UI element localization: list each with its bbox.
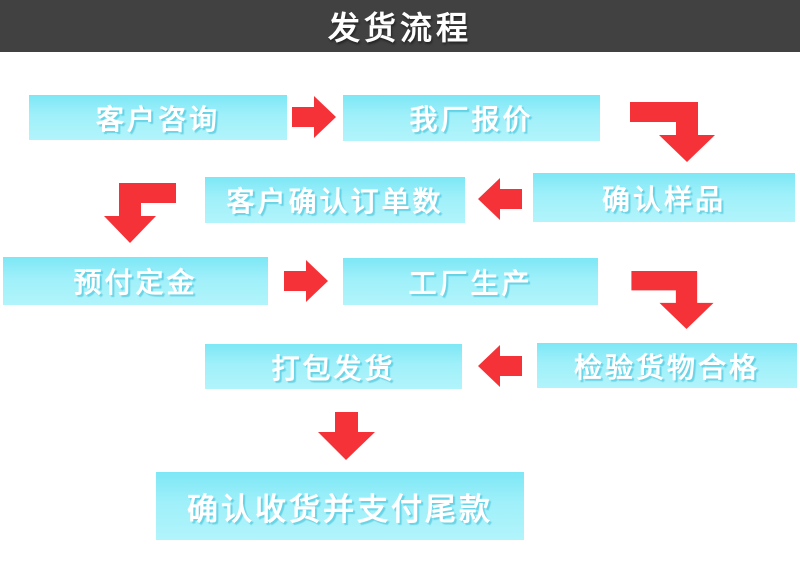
- arrow-elbow-right-down-icon: [630, 102, 715, 162]
- arrow-left-icon: [478, 178, 522, 220]
- flow-step-label: 客户确认订单数: [226, 186, 444, 217]
- flow-step-customer-inquiry: 客户咨询: [29, 95, 287, 140]
- arrow-elbow-left-down-icon: [104, 183, 176, 243]
- flow-step-pack-and-ship: 打包发货: [205, 344, 462, 389]
- flow-step-label: 预付定金: [73, 267, 198, 298]
- flow-step-label: 打包发货: [271, 352, 396, 384]
- arrow-down-icon: [318, 412, 375, 460]
- flow-step-label: 工厂生产: [408, 267, 533, 299]
- title-bar: 发货流程: [0, 0, 800, 52]
- flow-step-confirm-sample: 确认样品: [533, 173, 795, 222]
- flow-step-label: 检验货物合格: [573, 351, 760, 383]
- flow-step-confirm-order-quantity: 客户确认订单数: [205, 177, 465, 223]
- flow-step-inspect-goods: 检验货物合格: [537, 343, 797, 388]
- flow-step-factory-production: 工厂生产: [343, 258, 598, 305]
- arrow-elbow-right-down-icon: [630, 271, 715, 329]
- arrow-left-icon: [478, 345, 522, 387]
- flow-step-label: 客户咨询: [95, 103, 220, 135]
- flow-step-label: 确认样品: [601, 183, 726, 215]
- flow-step-label: 我厂报价: [409, 104, 534, 135]
- page-title: 发货流程: [327, 10, 472, 46]
- arrow-right-icon: [292, 96, 336, 138]
- flow-step-confirm-receipt-pay-balance: 确认收货并支付尾款: [156, 472, 524, 540]
- flow-step-prepay-deposit: 预付定金: [3, 257, 268, 305]
- arrow-right-icon: [284, 260, 328, 302]
- flow-step-label: 确认收货并支付尾款: [187, 491, 493, 527]
- flow-step-factory-quote: 我厂报价: [343, 95, 600, 141]
